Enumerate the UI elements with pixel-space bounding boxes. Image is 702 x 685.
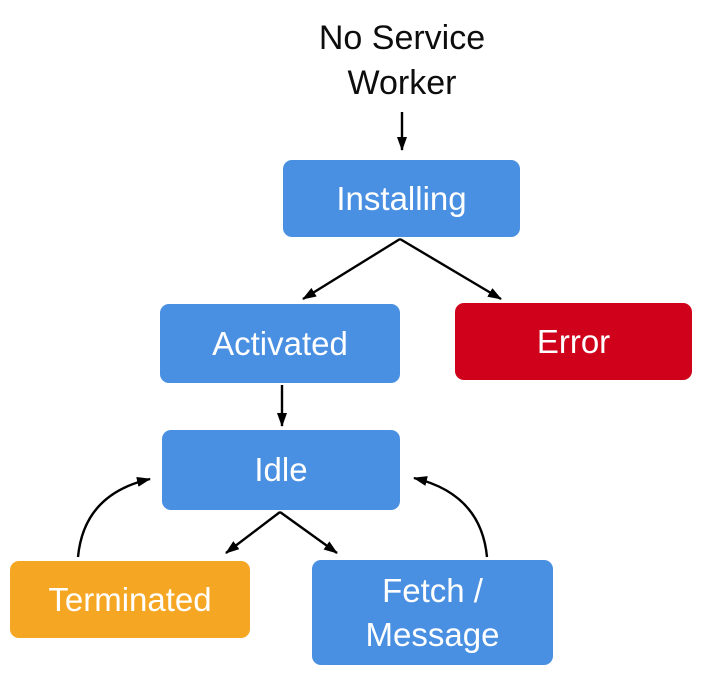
edge-installing-error [399, 237, 502, 301]
edge-installing-activated [302, 237, 401, 301]
node-error: Error [455, 303, 692, 380]
node-activated: Activated [160, 304, 400, 383]
edge-idle-fetch-message [279, 511, 338, 554]
edge-idle-terminated [225, 511, 281, 554]
edge-terminated-idle [76, 477, 151, 558]
node-idle: Idle [162, 430, 400, 510]
node-installing-label: Installing [336, 179, 467, 217]
node-activated-label: Activated [212, 324, 348, 362]
node-error-label: Error [536, 322, 611, 360]
node-fetch-message: Fetch / Message [312, 560, 553, 665]
node-installing: Installing [283, 160, 520, 237]
start-state-label: No Service Worker [318, 19, 486, 102]
node-fetch-message-label: Fetch / Message [365, 571, 500, 653]
edge-fetch-message-idle [413, 476, 489, 558]
node-idle-label: Idle [254, 451, 308, 488]
node-terminated: Terminated [10, 561, 250, 638]
node-terminated-label: Terminated [48, 580, 212, 618]
